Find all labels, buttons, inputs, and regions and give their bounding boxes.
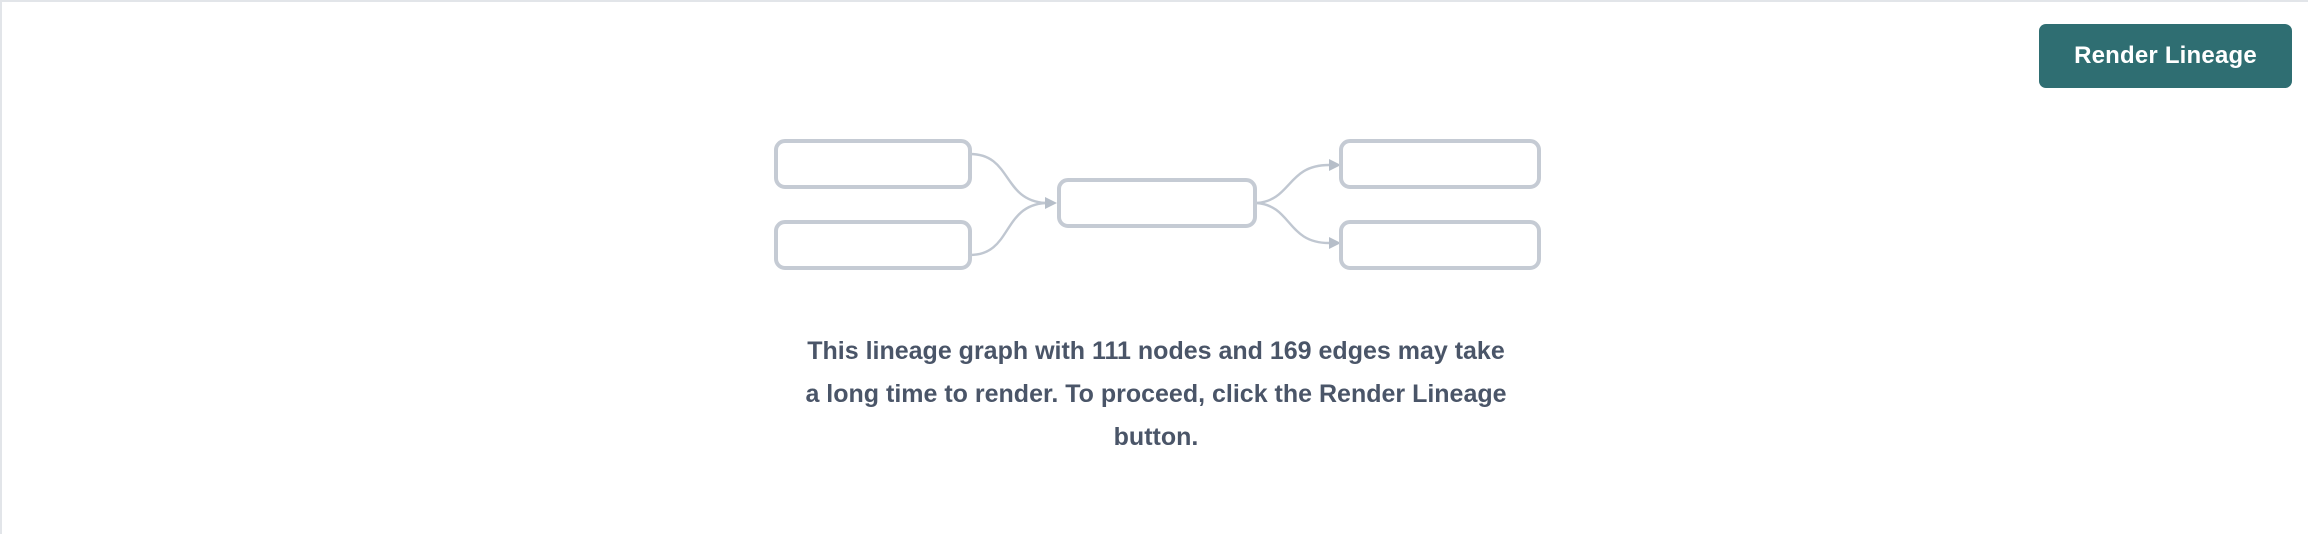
graph-node-downstream-1	[1339, 139, 1541, 189]
lineage-warning-line-2: a long time to render. To proceed, click…	[805, 380, 1507, 408]
graph-edge-upstream1-to-focus	[969, 152, 1046, 205]
render-lineage-button[interactable]: Render Lineage	[2039, 24, 2292, 88]
lineage-warning-message: This lineage graph with 111 nodes and 16…	[2, 330, 2308, 459]
graph-arrowhead-into-focus	[1045, 197, 1057, 209]
lineage-warning-line-1: This lineage graph with 111 nodes and 16…	[807, 337, 1505, 365]
lineage-graph-illustration	[774, 139, 1541, 270]
graph-node-downstream-2	[1339, 220, 1541, 270]
lineage-graph-placeholder	[2, 2, 2308, 322]
graph-arrowhead-into-downstream1	[1329, 159, 1341, 171]
render-lineage-button-label: Render Lineage	[2074, 42, 2257, 69]
graph-edge-focus-to-downstream1	[1256, 163, 1330, 205]
graph-arrowhead-into-downstream2	[1329, 237, 1341, 249]
graph-node-upstream-1	[774, 139, 972, 189]
graph-edge-upstream2-to-focus	[969, 201, 1046, 257]
graph-edge-focus-to-downstream2	[1256, 201, 1330, 245]
graph-node-focus	[1057, 178, 1257, 228]
graph-node-upstream-2	[774, 220, 972, 270]
lineage-warning-line-3: button.	[1113, 423, 1199, 451]
